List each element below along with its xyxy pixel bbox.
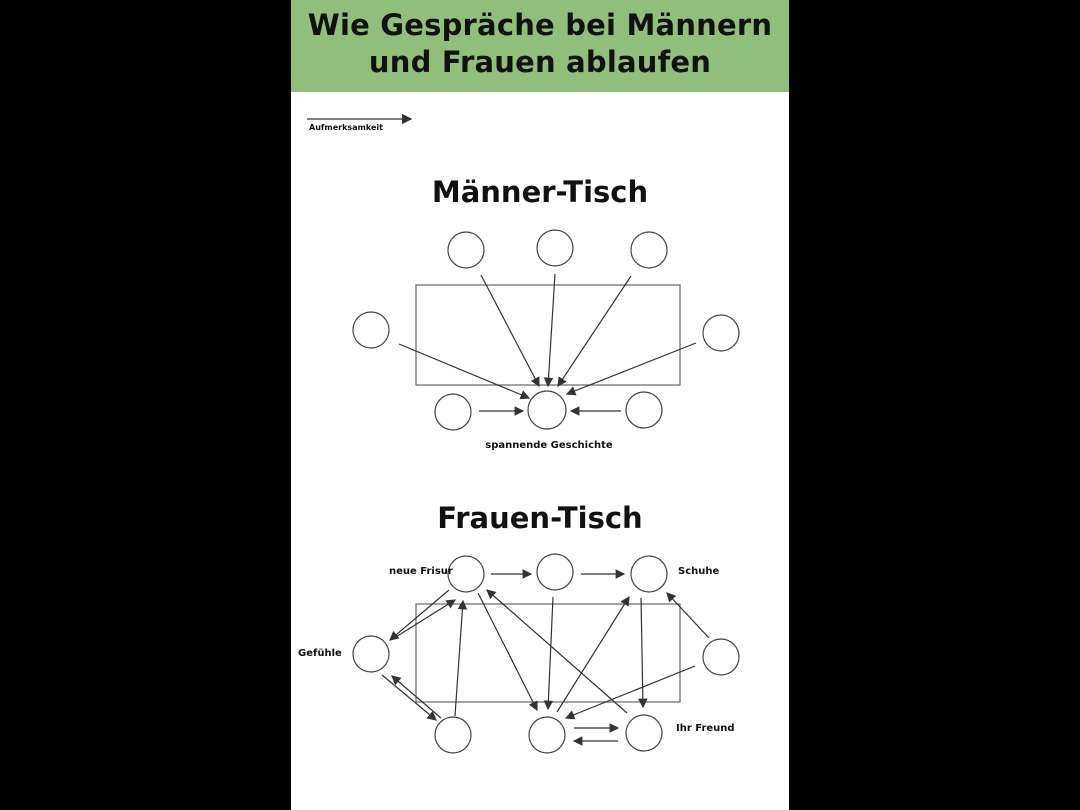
men-seat-right xyxy=(702,314,740,352)
men-seat-top-middle xyxy=(536,229,574,267)
women-seat-bottom-middle xyxy=(528,716,566,754)
men-storyteller-label: spannende Geschichte xyxy=(485,440,613,451)
page-title-line-2: und Frauen ablaufen xyxy=(368,45,712,79)
men-seat-bottom-left xyxy=(434,393,472,431)
women-arrow-haircut-to-feelings xyxy=(389,589,450,641)
title-banner: Wie Gespräche bei Männern und Frauen abl… xyxy=(291,0,789,92)
women-arrow-boyfriend-to-haircut xyxy=(486,589,628,714)
men-table-title: Männer-Tisch xyxy=(432,175,648,209)
women-arrow-haircut-to-bottom-middle xyxy=(477,592,538,712)
women-arrow-middle-to-bottom-middle xyxy=(543,596,554,711)
women-label-shoes: Schuhe xyxy=(678,566,719,577)
attention-legend-label: Aufmerksamkeit xyxy=(309,123,383,132)
men-seat-storyteller xyxy=(527,390,567,430)
women-seat-new-haircut xyxy=(447,555,485,593)
women-seat-shoes xyxy=(630,555,668,593)
men-arrow-from-top-right xyxy=(557,275,632,387)
women-label-boyfriend: Ihr Freund xyxy=(676,723,735,734)
men-seat-bottom-right xyxy=(625,391,663,429)
men-arrow-from-top-middle xyxy=(543,273,556,388)
women-attention-arrows xyxy=(381,569,710,746)
men-arrow-from-right xyxy=(565,342,697,396)
women-arrow-right-to-bottom-middle xyxy=(564,665,696,720)
men-seat-left xyxy=(352,311,390,349)
women-table-title: Frauen-Tisch xyxy=(437,501,642,535)
women-arrow-feelings-to-haircut xyxy=(390,599,457,641)
women-seat-right xyxy=(702,638,740,676)
men-seat-top-left xyxy=(447,231,485,269)
women-label-feelings: Gefühle xyxy=(298,648,342,659)
conversation-diagram: Aufmerksamkeit Männer-Tisch xyxy=(298,113,740,754)
women-arrow-bottom-left-to-feelings xyxy=(391,675,442,719)
men-arrow-from-left xyxy=(398,343,531,400)
men-seat-top-right xyxy=(630,231,668,269)
women-seats xyxy=(352,553,740,754)
women-seat-bottom-left xyxy=(434,716,472,754)
men-seats xyxy=(352,229,740,431)
women-seat-boyfriend xyxy=(625,714,663,752)
women-seat-feelings xyxy=(352,635,390,673)
women-table-rectangle xyxy=(415,603,681,703)
women-label-new-haircut: neue Frisur xyxy=(389,566,453,577)
diagram-panel: Wie Gespräche bei Männern und Frauen abl… xyxy=(291,0,789,810)
men-attention-arrows xyxy=(398,273,697,416)
women-arrow-feelings-to-bottom-left xyxy=(381,674,437,721)
women-arrow-bottom-middle-to-shoes xyxy=(556,595,630,713)
men-table-rectangle xyxy=(415,284,681,386)
page-title-line-1: Wie Gespräche bei Männern xyxy=(307,8,773,42)
women-seat-top-middle xyxy=(536,553,574,591)
women-arrow-bottom-left-to-haircut xyxy=(454,599,468,717)
men-arrow-from-top-left xyxy=(480,274,540,388)
women-arrow-shoes-to-boyfriend xyxy=(638,597,648,709)
women-arrow-right-to-shoes xyxy=(666,592,710,639)
